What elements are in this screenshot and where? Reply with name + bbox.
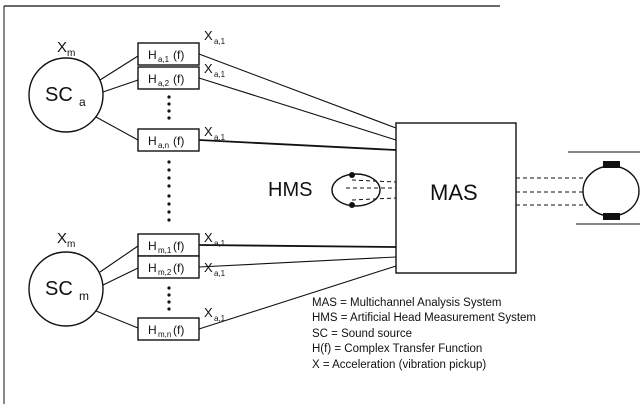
source-circle-a [28,57,104,133]
wire-a1-mas [198,53,397,129]
headphone-top-icon [603,161,620,168]
h-mn-arg: (f) [173,323,184,337]
wire-sa-h1 [99,55,139,81]
wire-sm-h1 [99,245,139,273]
legend-x: X = Acceleration (vibration pickup) [312,358,487,371]
hms-ear-top [349,172,355,178]
wire-mn-mas [198,265,397,330]
legend-sc: SC = Sound source [312,327,413,340]
legend-hms: HMS = Artificial Head Measurement System [312,312,537,325]
out-mn: X [204,305,213,320]
h-an-text: H [148,134,157,148]
wire-m2-mas [198,256,397,268]
h-a2-arg: (f) [173,72,184,86]
out-a1-sub: a,1 [214,37,226,46]
out-m1-sub: a,1 [214,239,226,248]
h-a1-sub: a,1 [158,55,170,64]
source-a-main: SC [45,84,73,106]
h-a2-text: H [148,72,157,86]
source-a-sub: a [79,95,86,109]
wire-sa-hn [95,116,139,141]
mas-box [395,122,517,274]
out-mn-sub: a,1 [214,314,226,323]
out-a2-sub: a,1 [214,70,226,79]
h-m2-arg: (f) [173,261,184,275]
h-a2-sub: a,2 [158,79,170,88]
out-a1: X [204,28,213,43]
wire-sm-h2 [102,267,139,286]
listener-head-icon [582,165,640,217]
ellipsis-dots-a [167,95,171,120]
out-m2: X [204,260,213,275]
h-a1-arg: (f) [173,48,184,62]
source-m-accel: X [57,230,67,247]
legend-mas: MAS = Multichannel Analysis System [312,297,502,309]
headphone-bottom-icon [603,213,620,220]
wire-sm-hn [95,310,139,329]
source-m-accel-sub: m [67,239,75,250]
h-an-arg: (f) [173,134,184,148]
wire-m1-mas [198,244,397,248]
hms-ear-bottom [349,202,355,208]
h-mn-text: H [148,323,157,337]
wire-an-mas [198,139,397,151]
out-an: X [204,124,213,139]
out-an-sub: a,1 [214,133,226,142]
h-m1-sub: m,1 [158,246,172,255]
out-m1: X [204,230,213,245]
mas-label: MAS [430,180,478,205]
ellipsis-dots-m [167,286,171,311]
h-an-sub: a,n [158,141,169,150]
out-a2: X [204,61,213,76]
hms-label: HMS [268,179,312,201]
source-circle-m [28,251,104,327]
h-m2-text: H [148,261,157,275]
legend-h: H(f) = Complex Transfer Function [312,343,483,356]
h-mn-sub: m,n [158,330,171,339]
legend: MAS = Multichannel Analysis System HMS =… [312,296,536,373]
h-a1-text: H [148,48,157,62]
wire-a2-mas [198,77,397,141]
source-m-main: SC [45,278,73,300]
ellipsis-dots-mid [167,160,171,222]
source-a-accel-sub: m [67,48,75,59]
out-m2-sub: a,1 [214,269,226,278]
source-m-sub: m [79,289,89,303]
hms-link-1 [351,179,397,183]
wire-sa-h2 [102,79,139,93]
h-m2-sub: m,2 [158,268,172,277]
source-a-accel: X [57,39,67,56]
h-m1-arg: (f) [173,239,184,253]
h-m1-text: H [148,239,157,253]
hms-link-2 [351,197,397,201]
hms-head-icon [331,173,381,207]
